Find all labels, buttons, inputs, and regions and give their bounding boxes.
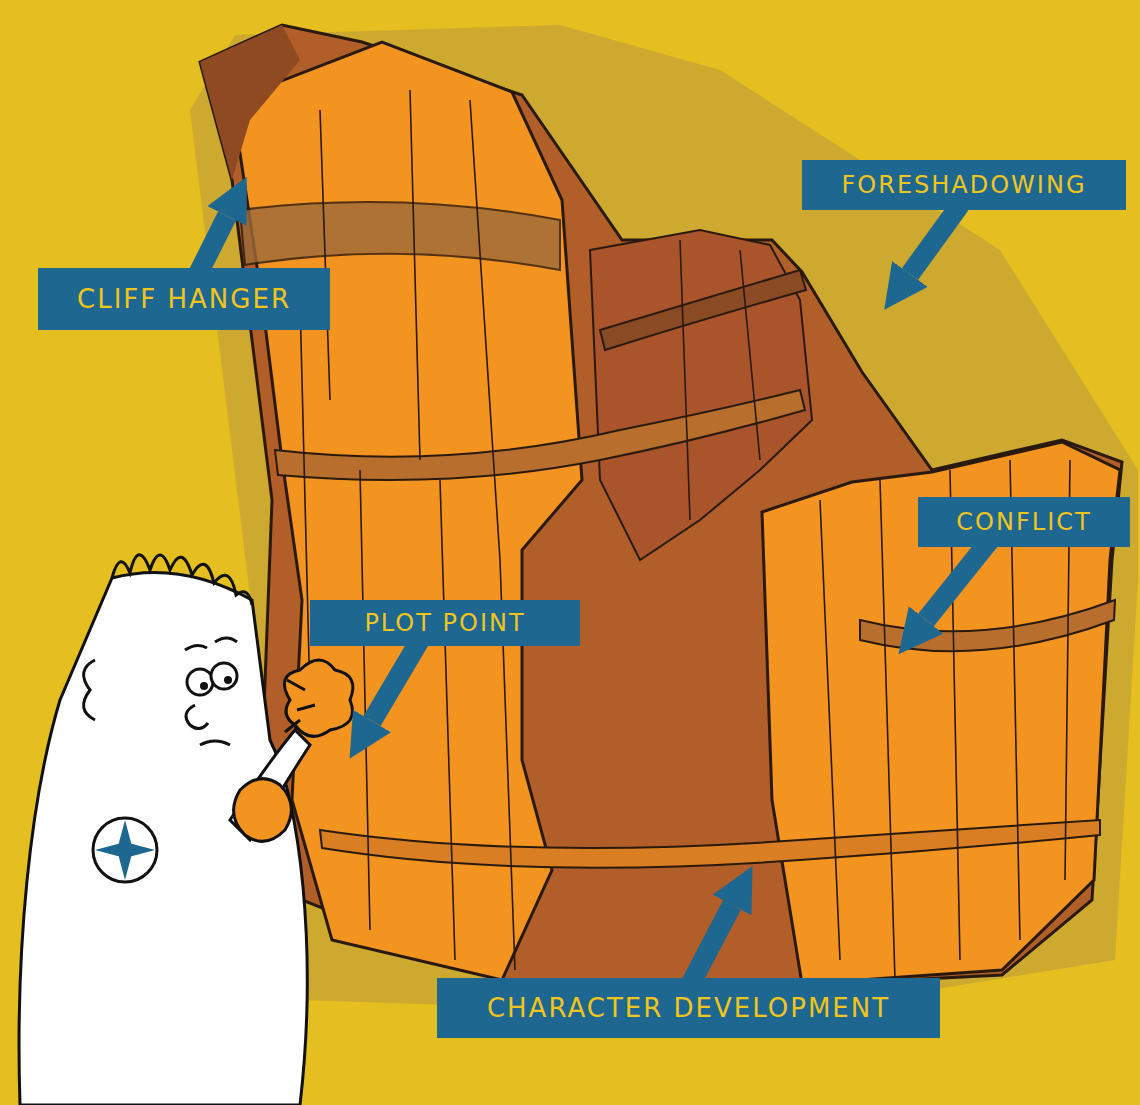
leader-arrow (910, 205, 960, 274)
character-eye (187, 669, 213, 695)
callout-box: CLIFF HANGER (38, 268, 330, 330)
callout-box: CONFLICT (918, 497, 1130, 547)
character-eye (211, 663, 237, 689)
character-ear (84, 660, 95, 720)
character-pupil (224, 676, 232, 684)
callout-label: CLIFF HANGER (77, 284, 291, 314)
rock-peak (200, 25, 300, 180)
character-body (19, 572, 307, 1105)
callout-label: PLOT POINT (364, 609, 525, 637)
rock-chunk (234, 779, 292, 842)
rock-band (240, 202, 560, 270)
character-logo (93, 818, 157, 882)
callout-box: PLOT POINT (310, 600, 580, 646)
character-pupil (200, 682, 208, 690)
callout-label: FORESHADOWING (842, 171, 1087, 199)
rock-chunk (284, 660, 352, 736)
callout-box: CHARACTER DEVELOPMENT (437, 978, 940, 1038)
callout-label: CHARACTER DEVELOPMENT (487, 993, 890, 1023)
leader-arrow (690, 905, 732, 985)
character-hair (112, 555, 252, 605)
character-hand (285, 680, 315, 732)
callout-label: CONFLICT (956, 508, 1091, 536)
rock-band (860, 600, 1115, 651)
leader-arrow (372, 640, 420, 721)
character-logo-mark (95, 820, 155, 880)
rock-band (275, 390, 805, 480)
callout-box: FORESHADOWING (802, 160, 1126, 210)
rock-shadow (190, 25, 1138, 1010)
character-brow (185, 638, 237, 650)
rock-band (600, 270, 806, 350)
character-face (186, 705, 230, 745)
rock-band (320, 820, 1100, 868)
leader-arrow (926, 540, 990, 620)
